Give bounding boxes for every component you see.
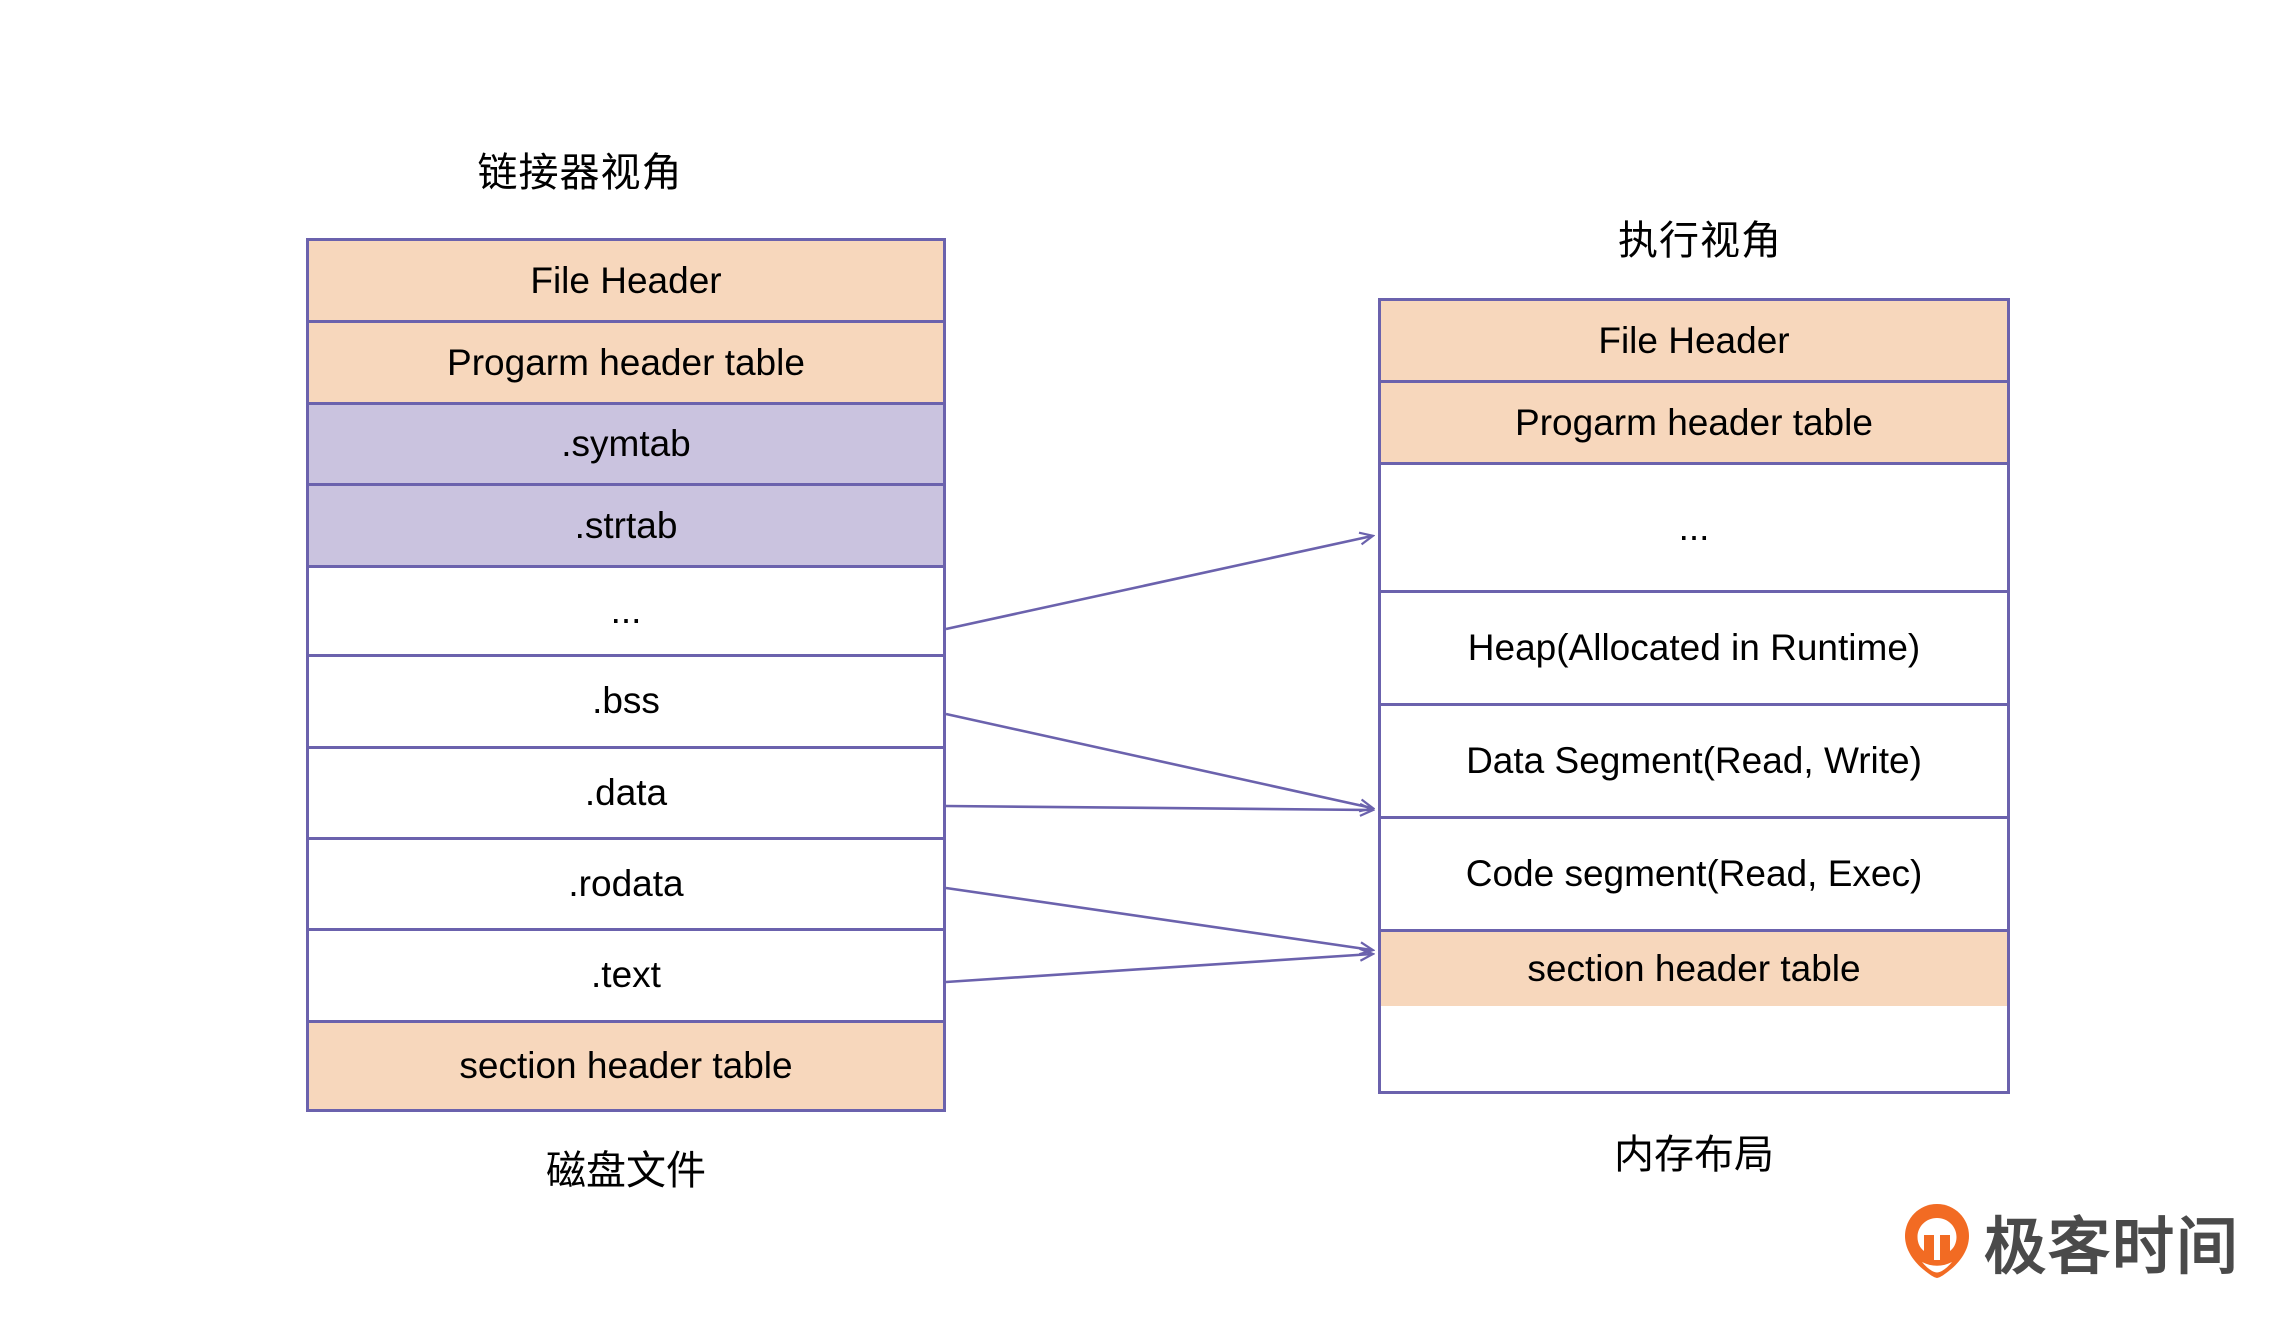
stack-row: .symtab (309, 404, 943, 487)
stack-row: Code segment(Read, Exec) (1381, 819, 2007, 932)
stack-row: ... (309, 567, 943, 658)
stack-row: Data Segment(Read, Write) (1381, 706, 2007, 819)
stack-row: .strtab (309, 486, 943, 568)
stack-row: Heap(Allocated in Runtime) (1381, 593, 2007, 706)
stack-row: section header table (1381, 932, 2007, 1006)
stack-row: File Header (309, 241, 943, 324)
stack-row: .bss (309, 657, 943, 749)
arrow-text-to-code-segment (945, 954, 1372, 984)
arrow-bss-to-data-segment (945, 712, 1372, 808)
stack-row: .rodata (309, 839, 943, 932)
right-stack-title: 执行视角 (1618, 219, 1782, 263)
stack-row: section header table (309, 1022, 943, 1110)
left-stack-caption: 磁盘文件 (546, 1149, 706, 1193)
left-stack-title: 链接器视角 (477, 151, 683, 195)
geekbang-pin-icon (1905, 1204, 1969, 1278)
arrow-data-to-data-segment (945, 806, 1372, 810)
geekbang-watermark-text: 极客时间 (1984, 1213, 2241, 1282)
geekbang-watermark: 极客时间 (1904, 1196, 2240, 1286)
stack-row: Progarm header table (309, 323, 943, 405)
stack-row: .text (309, 931, 943, 1023)
stack-row: ... (1381, 465, 2007, 593)
right-stack-caption: 内存布局 (1614, 1133, 1774, 1177)
stack-row: .data (309, 748, 943, 840)
arrow-rodata-to-code-segment (945, 886, 1372, 950)
stack-row: File Header (1381, 301, 2007, 383)
arrow-dots-to-dots (945, 536, 1372, 631)
stack-row: Progarm header table (1381, 383, 2007, 465)
